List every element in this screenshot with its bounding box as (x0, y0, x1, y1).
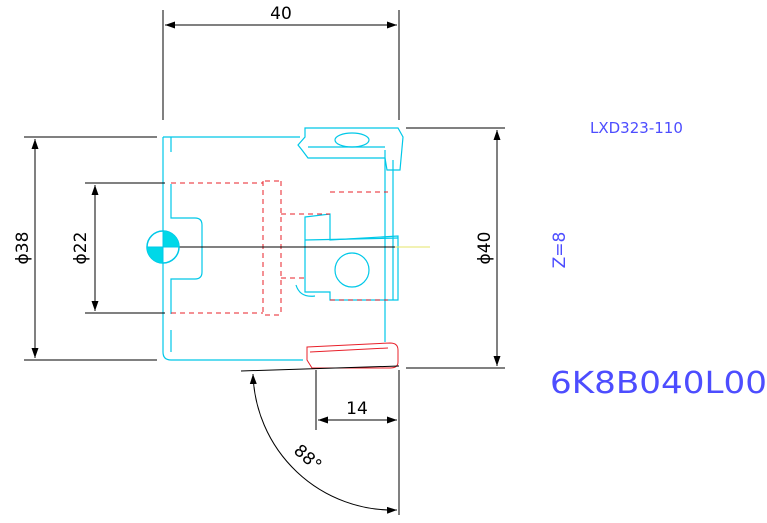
hidden-bore-lines (171, 180, 388, 316)
top-insert (297, 127, 404, 171)
overall-length-label: 40 (270, 4, 292, 24)
cutter-body-outline (162, 136, 394, 361)
part-number-label: LXD323-110 (590, 119, 683, 137)
dim-overall-length: 40 (162, 4, 400, 120)
bottom-insert (306, 342, 399, 369)
order-code-label: 6K8B040L00 (550, 366, 767, 401)
dim-cutting-diameter: ϕ40 (406, 127, 505, 369)
bore-diameter-label: ϕ22 (71, 232, 91, 265)
dim-approach-angle: 88° (240, 365, 400, 514)
dim-body-diameter: ϕ38 (13, 136, 157, 361)
cutting-diameter-label: ϕ40 (475, 232, 495, 265)
middle-insert (295, 213, 399, 301)
dim-insert-width: 14 (315, 370, 400, 515)
center-mark-icon (146, 230, 180, 264)
dim-bore-diameter: ϕ22 (71, 182, 165, 314)
insert-width-label: 14 (346, 399, 368, 419)
teeth-count-label: Z=8 (550, 232, 570, 269)
body-diameter-label: ϕ38 (13, 232, 33, 265)
